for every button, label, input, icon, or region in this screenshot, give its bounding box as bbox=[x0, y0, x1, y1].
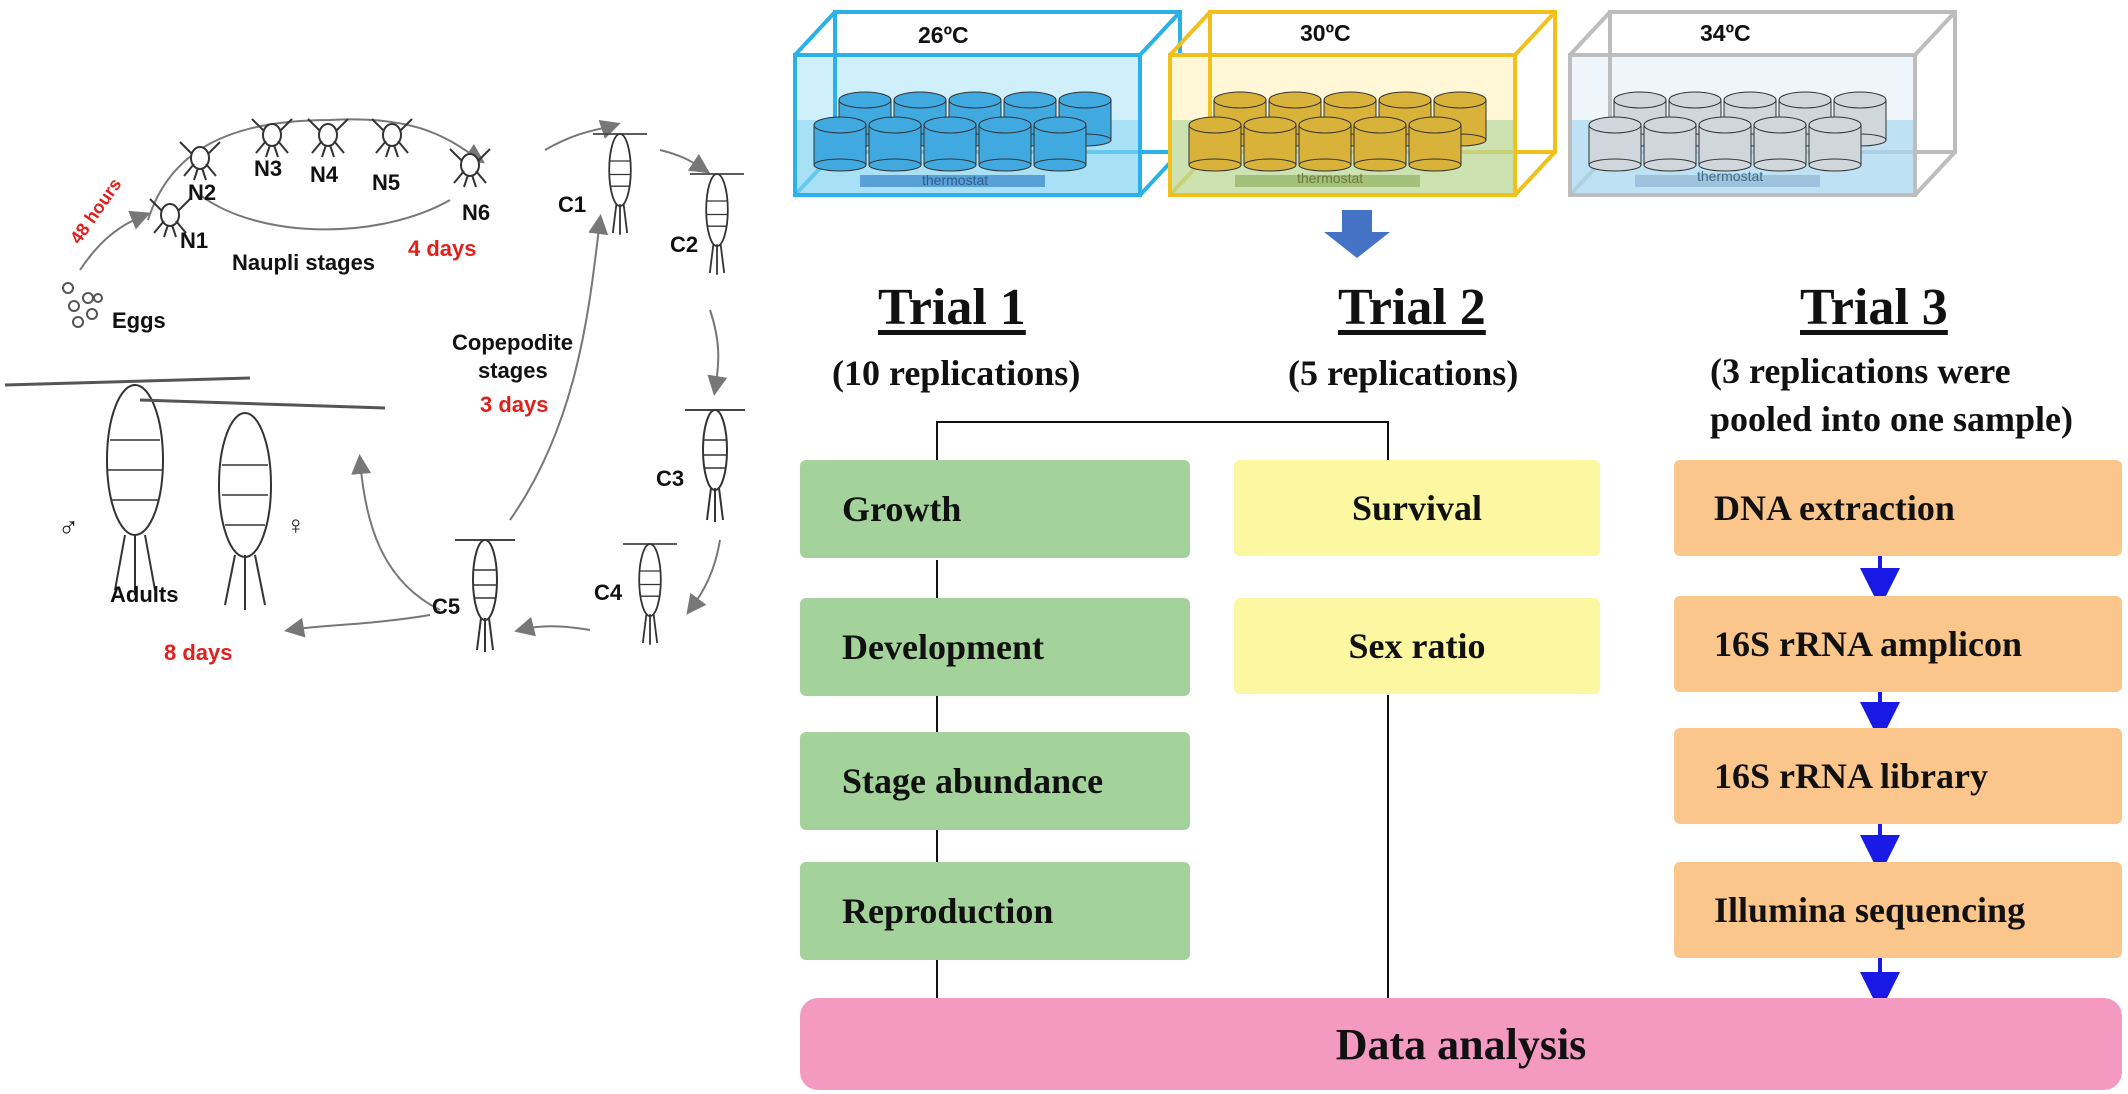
adult-duration-label: 8 days bbox=[164, 640, 233, 665]
trial-3-replications-line1: (3 replications were bbox=[1710, 351, 2011, 391]
tank-26c bbox=[793, 10, 1182, 197]
copepodite-stages-line2: stages bbox=[478, 358, 548, 383]
data-analysis-bar bbox=[800, 998, 2122, 1090]
adult-female-icon bbox=[139, 398, 386, 610]
down-arrow-icon bbox=[1324, 210, 1390, 258]
eggs-label: Eggs bbox=[112, 308, 166, 333]
tank-3-temperature: 34ºC bbox=[1700, 20, 1751, 46]
tank-34c bbox=[1568, 10, 1957, 197]
male-symbol: ♂ bbox=[58, 512, 79, 543]
nauplius-n4-icon bbox=[307, 118, 349, 158]
trial-3-replications-line2: pooled into one sample) bbox=[1710, 399, 2074, 439]
label-c1: C1 bbox=[558, 192, 587, 217]
box-sex-ratio: Sex ratio bbox=[1234, 598, 1600, 694]
tank-1-thermostat-label: thermostat bbox=[922, 172, 989, 188]
label-c5: C5 bbox=[432, 594, 461, 619]
box-16s-rrna-library: 16S rRNA library bbox=[1674, 728, 2122, 824]
nauplius-n6-icon bbox=[449, 148, 491, 188]
label-c2: C2 bbox=[670, 232, 699, 257]
eggs-icon bbox=[62, 282, 103, 328]
label-n1: N1 bbox=[180, 228, 209, 253]
label-n5: N5 bbox=[372, 170, 401, 195]
trial-3-title: Trial 3 bbox=[1800, 279, 1948, 336]
life-cycle-illustration bbox=[4, 118, 746, 653]
female-symbol: ♀ bbox=[286, 510, 306, 540]
tank-3-thermostat-label: thermostat bbox=[1697, 168, 1764, 184]
label-c4: C4 bbox=[594, 580, 623, 605]
box-survival: Survival bbox=[1234, 460, 1600, 556]
copepodite-c5-icon bbox=[454, 539, 516, 653]
copepodite-duration-label: 3 days bbox=[480, 392, 549, 417]
copepodite-stages-line1: Copepodite bbox=[452, 330, 573, 355]
trial-2-replications: (5 replications) bbox=[1288, 353, 1519, 393]
copepodite-c3-icon bbox=[684, 409, 746, 523]
copepodite-c4-icon bbox=[622, 543, 678, 646]
trial-1-replications: (10 replications) bbox=[832, 353, 1081, 393]
label-n4: N4 bbox=[310, 162, 339, 187]
box-16s-rrna-amplicon: 16S rRNA amplicon bbox=[1674, 596, 2122, 692]
label-n2: N2 bbox=[188, 180, 217, 205]
box-stage-abundance: Stage abundance bbox=[800, 732, 1190, 830]
connector-lines bbox=[936, 421, 1389, 1000]
nauplius-n3-icon bbox=[251, 118, 293, 158]
tank-30c bbox=[1168, 10, 1557, 197]
trial-2-title: Trial 2 bbox=[1338, 279, 1486, 336]
label-c3: C3 bbox=[656, 466, 685, 491]
copepodite-c1-icon bbox=[592, 133, 648, 236]
box-growth: Growth bbox=[800, 460, 1190, 558]
nauplius-n5-icon bbox=[371, 118, 413, 158]
trial-1-title: Trial 1 bbox=[878, 279, 1026, 336]
label-n6: N6 bbox=[462, 200, 491, 225]
box-reproduction: Reproduction bbox=[800, 862, 1190, 960]
label-n3: N3 bbox=[254, 156, 283, 181]
tank-2-temperature: 30ºC bbox=[1300, 20, 1351, 46]
adults-label: Adults bbox=[110, 582, 179, 607]
naupli-stages-label: Naupli stages bbox=[232, 250, 376, 275]
adult-male-icon bbox=[4, 376, 251, 595]
box-development: Development bbox=[800, 598, 1190, 696]
box-dna-extraction: DNA extraction bbox=[1674, 460, 2122, 556]
naupli-duration-label: 4 days bbox=[408, 236, 477, 261]
tank-2-thermostat-label: thermostat bbox=[1297, 170, 1364, 186]
tank-1-temperature: 26ºC bbox=[918, 22, 969, 48]
data-analysis-label: Data analysis bbox=[1335, 1019, 1587, 1069]
box-illumina-sequencing: Illumina sequencing bbox=[1674, 862, 2122, 958]
copepodite-c2-icon bbox=[689, 173, 745, 276]
